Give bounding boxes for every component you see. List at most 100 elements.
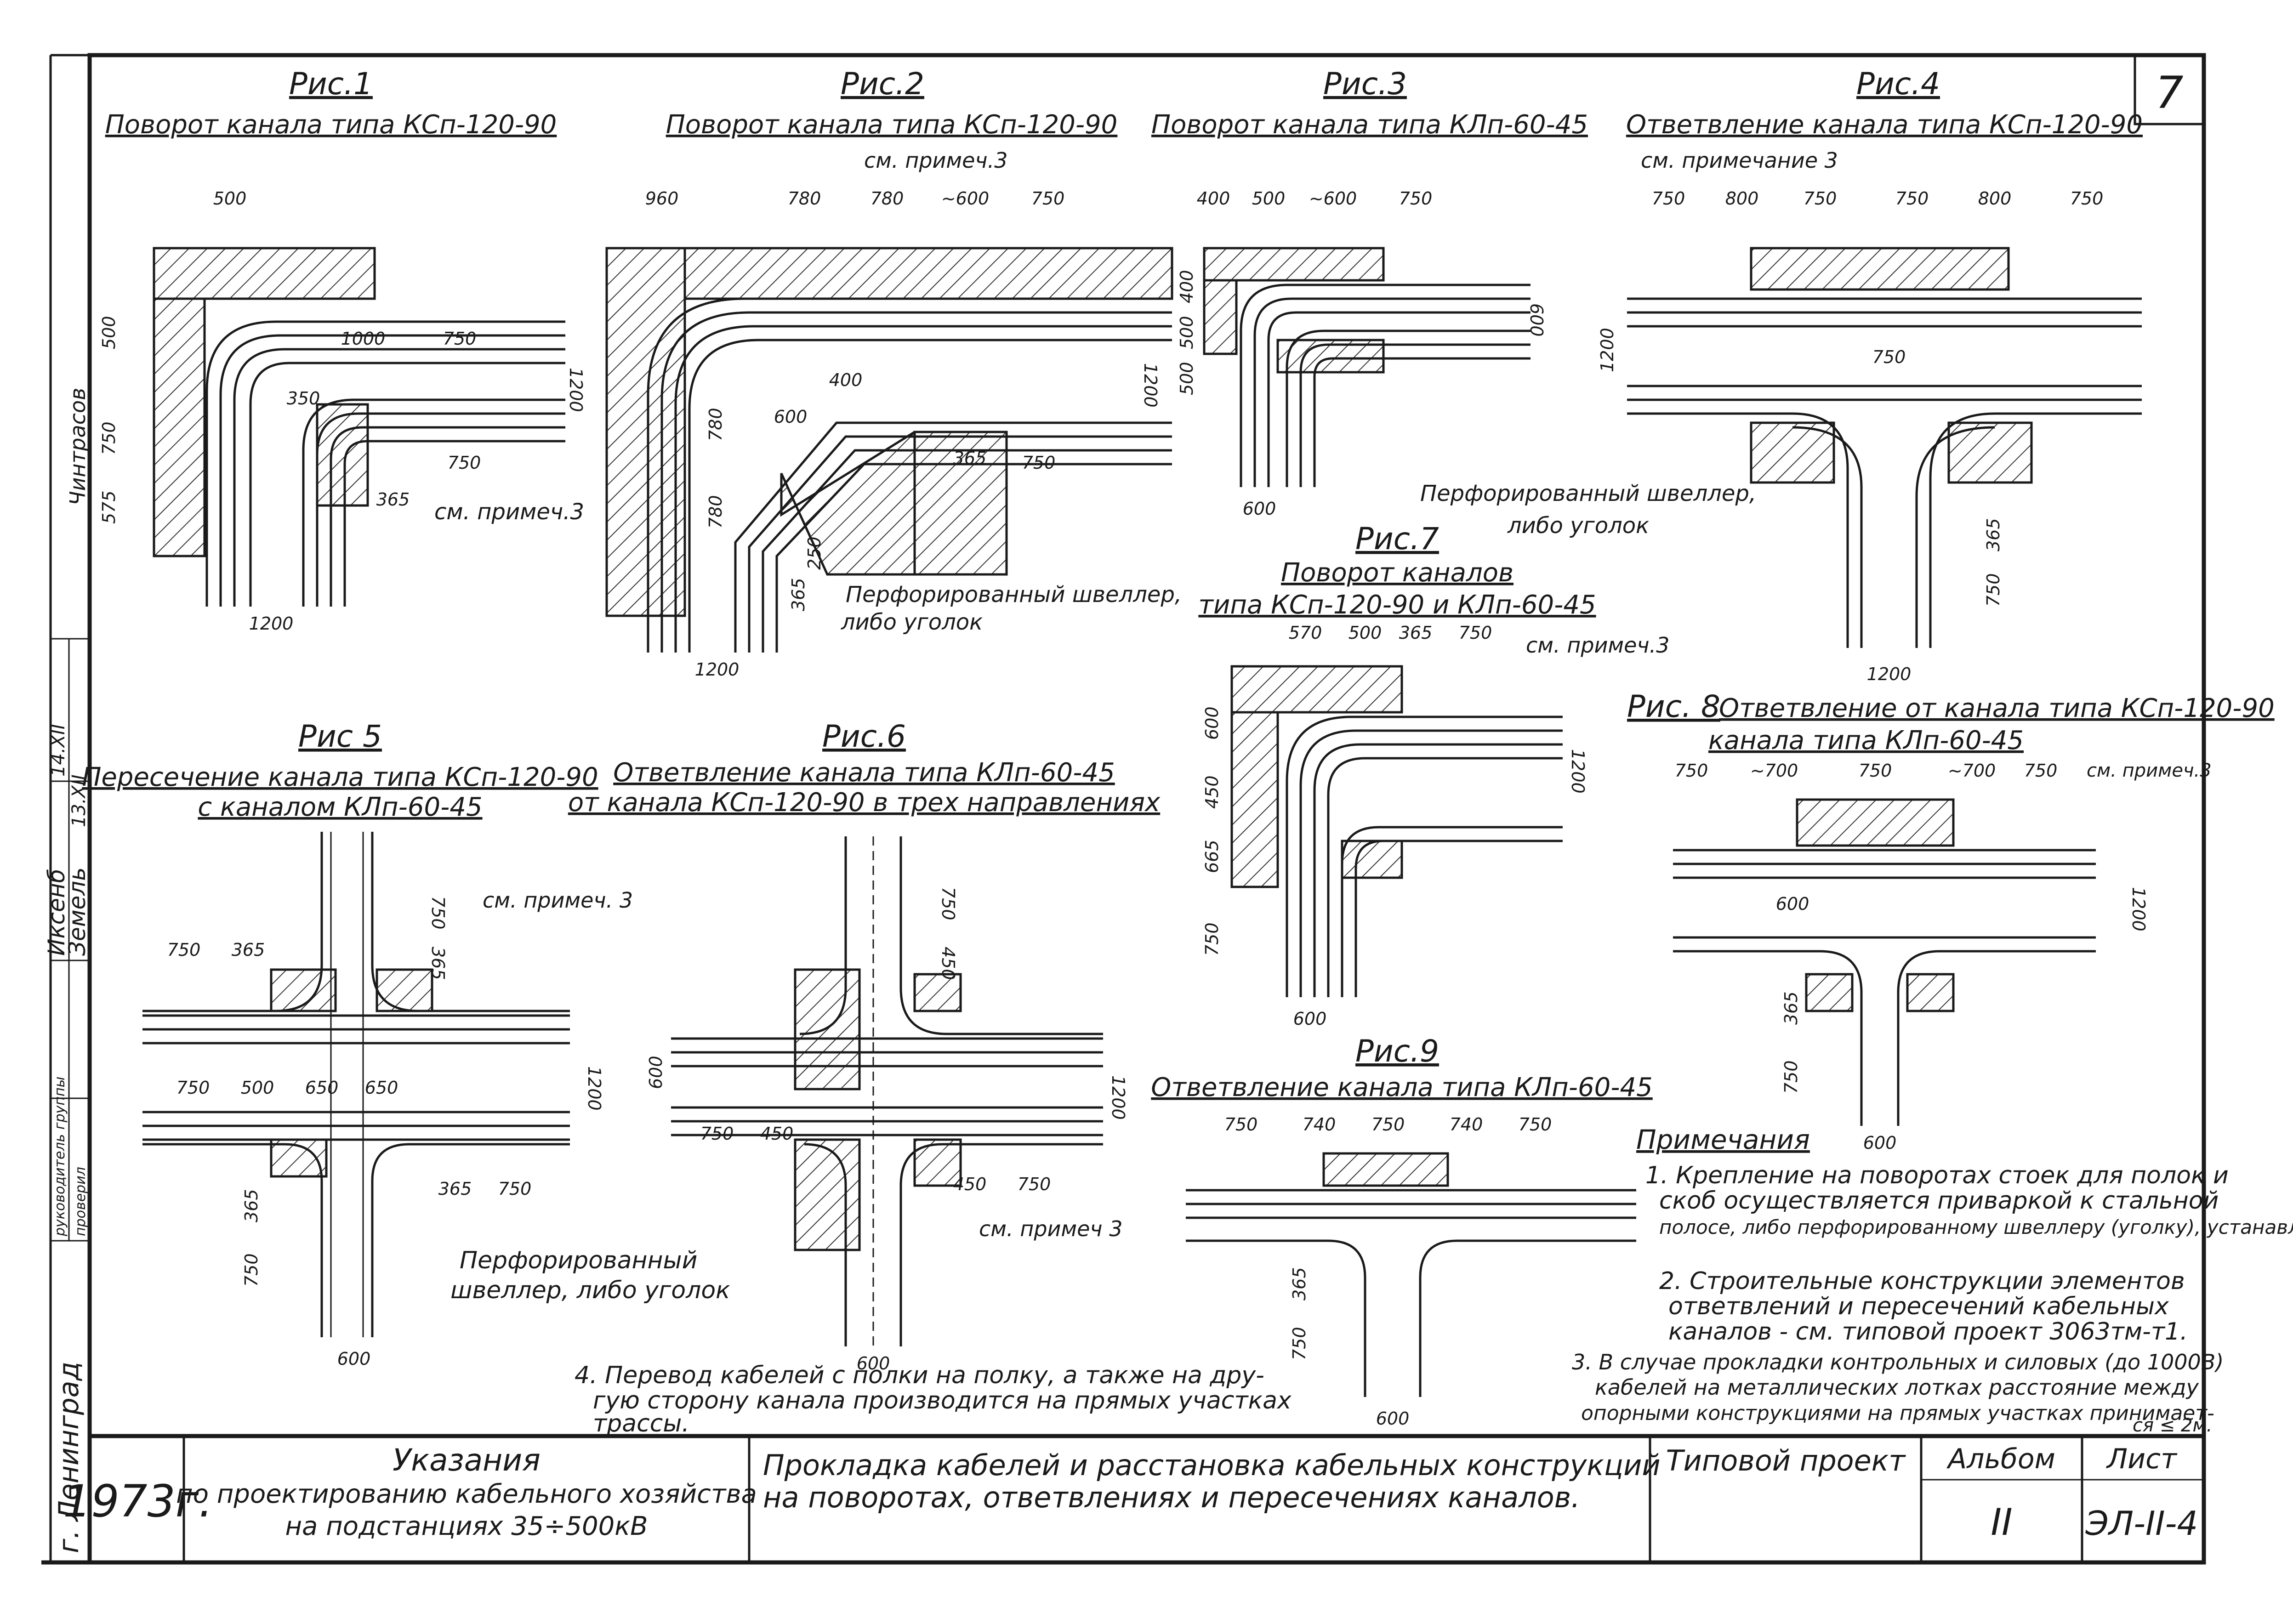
fig2-perf-1: Перфорированный швеллер, [846, 582, 1182, 608]
fig1-note-ref: см. примеч.3 [434, 499, 584, 525]
fig7-dim-e: 600 [1202, 706, 1222, 740]
title-list-value: ЭЛ-II-4 [2085, 1504, 2198, 1543]
fig8-dim-j: 600 [1863, 1133, 1897, 1153]
fig4-dim-f: 750 [2070, 188, 2104, 209]
fig1-dim-k: 1200 [249, 613, 294, 634]
fig8-dim-e: 750 [2024, 761, 2058, 781]
note-line-6: каналов - см. типовой проект 3063тм-т1. [1668, 1318, 2188, 1346]
fig5-perf-2: швеллер, либо уголок [450, 1277, 730, 1304]
fig7-dim-i: 1200 [1568, 749, 1588, 794]
fig9-dim-d: 740 [1450, 1114, 1483, 1135]
fig5-dim-j: 365 [438, 1179, 472, 1199]
fig3-caption: Поворот канала типа КЛп-60-45 [1151, 110, 1588, 140]
fig3-dim-e: 400 [1177, 270, 1197, 303]
fig1-dim-b: 1000 [341, 329, 386, 349]
fig7-dim-j: 600 [1293, 1009, 1327, 1029]
fig5-note-ref: см. примеч. 3 [483, 888, 633, 913]
fig5-caption-2: с каналом КЛп-60-45 [198, 792, 482, 822]
fig3-drawing [1203, 247, 1531, 487]
fig1-caption: Поворот канала типа КСп-120-90 [105, 110, 557, 140]
fig2-dim-m: 250 [804, 536, 825, 570]
fig1-label: Рис.1 [289, 66, 373, 102]
fig5-dim-g: 650 [305, 1078, 339, 1098]
title-album-label: Альбом [1946, 1443, 2055, 1475]
fig4-perf-1: Перфорированный швеллер, [1420, 481, 1756, 506]
fig1-dim-j: 575 [99, 490, 119, 524]
stamp-extra: Чинтрасов [65, 388, 90, 505]
note-line-9: опорными конструкциями на прямых участка… [1581, 1402, 2214, 1425]
fig4-dim-j: 750 [1983, 573, 2003, 607]
fig2-dim-k: 750 [1022, 453, 1056, 473]
fig6-dim-b: 450 [938, 947, 958, 980]
stamp-role-2: проверил [73, 1167, 89, 1236]
fig1-dim-d: 350 [287, 388, 320, 409]
fig3-dim-d: 750 [1399, 188, 1433, 209]
fig5-dim-l: 365 [241, 1189, 262, 1222]
fig4-dim-k: 1200 [1867, 664, 1912, 684]
fig5-dim-h: 650 [365, 1078, 398, 1098]
fig9-label: Рис.9 [1355, 1033, 1439, 1069]
title-main-1: Прокладка кабелей и расстановка кабельны… [763, 1448, 1661, 1482]
note-line-8: кабелей на металлических лотках расстоян… [1595, 1375, 2199, 1400]
fig7-dim-h: 750 [1202, 922, 1222, 956]
fig3-dim-f: 500 [1177, 316, 1197, 349]
title-left-3: на подстанциях 35÷500кВ [285, 1511, 648, 1541]
fig6-drawing [671, 836, 1103, 1346]
fig7-dim-g: 665 [1202, 840, 1222, 873]
fig1-dim-f: 750 [448, 453, 481, 473]
stamp-name-2: Иксенб [43, 869, 70, 956]
stamp-role-1: руководитель группы [52, 1077, 68, 1237]
note-line-2: скоб осуществляется приваркой к стальной [1659, 1187, 2219, 1215]
stamp-name-1: Земель [64, 867, 91, 956]
fig8-drawing [1673, 798, 2096, 1126]
note-line-10: ся ≤ 2м. [2133, 1415, 2212, 1436]
stamp-date-1: 13.XII [68, 774, 90, 827]
fig9-caption: Ответвление канала типа КЛп-60-45 [1151, 1073, 1652, 1102]
fig6-dim-c: 600 [646, 1056, 666, 1089]
fig4-dim-b: 800 [1725, 188, 1759, 209]
fig6-dim-d: 1200 [1108, 1075, 1128, 1120]
fig4-dim-g: 750 [1872, 347, 1906, 367]
fig2-dim-b: 780 [788, 188, 821, 209]
fig6-caption: Ответвление канала типа КЛп-60-45 [613, 758, 1115, 788]
fig2-drawing [605, 247, 1173, 653]
title-project: Типовой проект [1666, 1444, 1906, 1477]
fig8-caption: Ответвление от канала типа КСп-120-90 [1719, 693, 2275, 723]
title-left-1: Указания [393, 1442, 541, 1478]
fig7-dim-d: 750 [1459, 623, 1492, 643]
fig2-dim-i: 780 [706, 495, 726, 528]
fig3-dim-i: 600 [1243, 499, 1276, 519]
note-line-4: 2. Строительные конструкции элементов [1659, 1267, 2185, 1295]
fig5-dim-b: 365 [232, 940, 265, 960]
fig4-perf-2: либо уголок [1507, 513, 1649, 539]
fig2-dim-h: 780 [706, 408, 726, 441]
fig9-dim-e: 750 [1519, 1114, 1552, 1135]
fig5-dim-c: 750 [428, 896, 448, 930]
fig1-drawing [153, 247, 565, 607]
fig4-dim-a: 750 [1652, 188, 1685, 209]
fig3-dim-h: 600 [1526, 303, 1547, 337]
fig2-dim-o: 1200 [695, 659, 740, 680]
fig9-drawing [1186, 1152, 1636, 1397]
note-line-5: ответвлений и пересечений кабельных [1668, 1293, 2169, 1320]
fig7-caption: Поворот каналов [1281, 558, 1513, 588]
note4-line-1: 4. Перевод кабелей с полки на полку, а т… [575, 1362, 1264, 1389]
city-label: г. Ленинград [53, 1362, 85, 1553]
fig5-dim-i: 1200 [584, 1066, 604, 1111]
fig9-dim-c: 750 [1371, 1114, 1405, 1135]
fig1-dim-e: 365 [376, 489, 410, 510]
fig6-dim-h: 750 [1018, 1174, 1051, 1194]
fig3-dim-c: ~600 [1309, 188, 1357, 209]
fig4-drawing [1627, 247, 2142, 648]
fig3-dim-b: 500 [1252, 188, 1286, 209]
fig9-dim-h: 600 [1376, 1408, 1410, 1429]
fig8-dim-b: ~700 [1750, 761, 1798, 781]
fig6-dim-e: 750 [700, 1124, 734, 1144]
fig3-label: Рис.3 [1323, 66, 1407, 102]
fig9-dim-a: 750 [1224, 1114, 1258, 1135]
fig9-dim-g: 750 [1289, 1327, 1309, 1360]
fig6-dim-g: 450 [953, 1174, 987, 1194]
fig7-dim-c: 365 [1399, 623, 1433, 643]
fig5-dim-k: 750 [498, 1179, 532, 1199]
fig2-dim-e: 750 [1031, 188, 1065, 209]
